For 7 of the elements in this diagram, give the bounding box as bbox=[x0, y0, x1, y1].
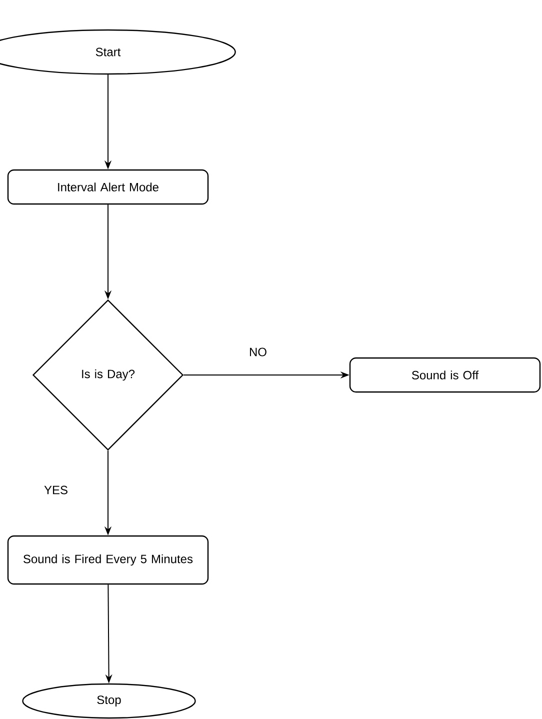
end-terminal: Stop bbox=[22, 683, 196, 719]
process-box: Sound is Off bbox=[349, 357, 541, 393]
start-terminal: Start bbox=[0, 29, 236, 75]
process-box: Interval Alert Mode bbox=[7, 169, 209, 205]
edge-label: YES bbox=[44, 486, 68, 494]
process-box: Sound is Fired Every 5 Minutes bbox=[7, 535, 209, 585]
edge-label: NO bbox=[250, 348, 266, 356]
